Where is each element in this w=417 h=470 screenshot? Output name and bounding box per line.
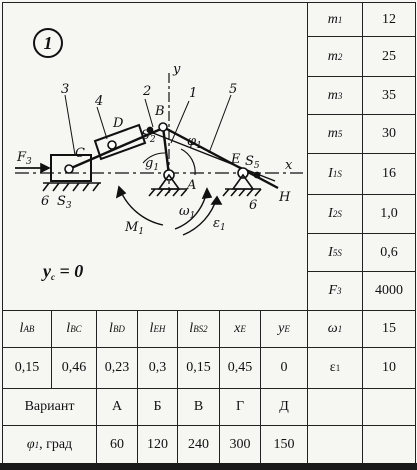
grid-line: [307, 194, 415, 195]
length-value: 0,45: [227, 360, 253, 375]
label-2: 2: [142, 84, 151, 99]
variant-option: А: [111, 399, 123, 414]
variant-option: Г: [235, 399, 245, 414]
label-E: E: [230, 152, 241, 167]
param-value: 16: [382, 166, 396, 181]
grid-line: [2, 310, 415, 311]
param-value: 0,6: [380, 244, 398, 260]
param-value: 12: [382, 11, 396, 27]
label-C: C: [75, 146, 85, 161]
label-1: 1: [189, 86, 197, 101]
label-S2: S2: [141, 128, 156, 145]
grid-line: [307, 153, 415, 154]
label-3: 3: [61, 82, 69, 97]
label-x: x: [285, 158, 293, 173]
variant-number-circle: 1: [33, 28, 63, 58]
label-H: H: [278, 190, 291, 205]
label-5: 5: [229, 82, 237, 97]
param-value: 15: [382, 321, 396, 336]
param-value: 30: [382, 126, 396, 141]
grid-line: [96, 310, 97, 463]
length-value: 0,15: [186, 360, 211, 375]
label-D: D: [112, 116, 124, 131]
length-value: 0,46: [61, 360, 87, 375]
angle-value: 240: [188, 436, 209, 452]
label-6b: 6: [249, 198, 257, 213]
grid-line: [307, 271, 415, 272]
length-value: 0,3: [148, 360, 167, 375]
grid-line: [2, 425, 415, 426]
grid-line: [2, 2, 3, 463]
label-A: A: [186, 178, 196, 193]
angle-value: 120: [147, 436, 168, 452]
param-value: 10: [382, 360, 396, 375]
mechanism-drawing: 3 4 2 1 5 y D B S2 φ1 F3 C g1 E S5 x A H…: [15, 62, 303, 237]
angle-value: 150: [273, 436, 295, 452]
variant-option: В: [193, 399, 204, 414]
length-value: 0: [280, 360, 288, 375]
label-4: 4: [94, 94, 103, 109]
label-omega1: ω1: [179, 204, 195, 221]
param-value: 25: [382, 48, 396, 64]
param-value: 1,0: [380, 206, 398, 221]
grid-line: [2, 2, 415, 3]
grid-line: [307, 36, 415, 37]
label-S5: S5: [245, 154, 260, 171]
label-B: B: [154, 104, 165, 119]
grid-line: [137, 310, 138, 463]
angle-value: 300: [229, 436, 251, 452]
grid-line: [2, 347, 415, 348]
variant-option: Д: [279, 399, 289, 414]
param-value: 4000: [375, 283, 403, 298]
grid-line: [307, 114, 415, 115]
label-y: y: [172, 62, 181, 77]
label-M1: M1: [124, 220, 144, 237]
param-value: 35: [382, 87, 396, 103]
length-value: 0,15: [14, 360, 40, 375]
label-eps1: ε1: [213, 216, 226, 233]
variant-label: Вариант: [24, 399, 75, 414]
grid-line: [307, 76, 415, 77]
grid-line: [219, 310, 220, 463]
bottom-border-bar: [0, 463, 417, 470]
label-6a: 6: [41, 194, 49, 209]
grid-line: [307, 233, 415, 234]
grid-line: [260, 310, 261, 463]
length-value: 0,23: [104, 360, 130, 375]
angle-value: 60: [110, 436, 124, 452]
grid-line: [51, 310, 52, 388]
grid-line: [2, 388, 415, 389]
variant-option: Б: [153, 399, 162, 414]
grid-line: [307, 2, 308, 463]
grid-line: [177, 310, 178, 463]
label-phi1: φ1: [187, 134, 202, 151]
yc-condition: yc = 0: [43, 261, 84, 282]
label-S3: S3: [57, 194, 72, 211]
label-g1: g1: [145, 156, 159, 173]
label-F3: F3: [16, 150, 32, 167]
mechanism-diagram: 3 4 2 1 5 y D B S2 φ1 F3 C g1 E S5 x A H…: [3, 3, 306, 310]
grid-line: [415, 2, 416, 463]
grid-line: [362, 2, 363, 463]
